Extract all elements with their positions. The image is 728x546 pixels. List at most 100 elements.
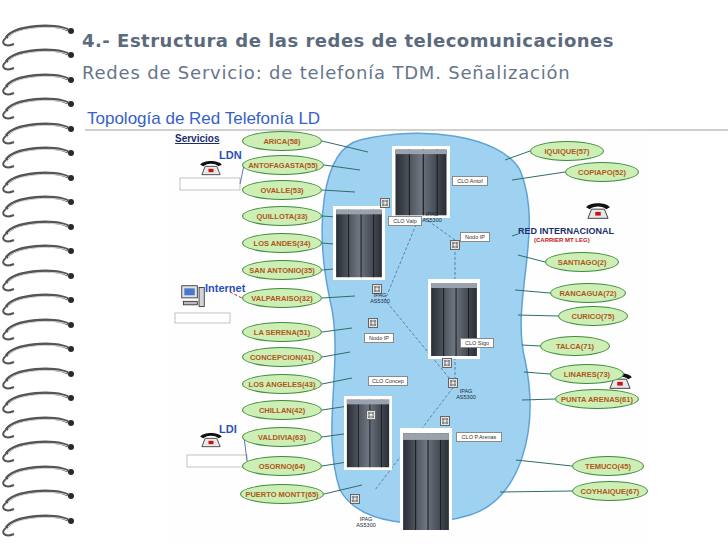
service-box xyxy=(187,455,247,467)
city-oval: TEMUCO(45) xyxy=(572,456,644,476)
city-oval: RANCAGUA(72) xyxy=(550,283,626,303)
diagram-frame xyxy=(166,131,646,541)
phone-icon xyxy=(200,433,222,447)
binding-ring xyxy=(3,467,74,486)
binding-ring xyxy=(3,491,74,510)
service-name: LDI xyxy=(219,423,237,435)
switch-icon xyxy=(449,379,458,388)
node-name: Nodo IP xyxy=(465,234,485,240)
server-rack xyxy=(333,206,385,280)
city-name: CHILLAN(42) xyxy=(259,406,305,415)
city-name: COYHAIQUE(67) xyxy=(581,487,640,496)
city-name: PUNTA ARENAS(61) xyxy=(561,395,633,404)
service-box xyxy=(180,178,240,190)
service-box xyxy=(175,313,230,323)
service-name: LDN xyxy=(219,149,242,161)
trunk-line xyxy=(515,290,550,293)
equipment-label: IPAG AS5300 xyxy=(418,211,446,223)
binding-ring xyxy=(3,246,74,265)
server-rack xyxy=(392,146,450,218)
city-name: LINARES(73) xyxy=(564,370,610,379)
binding-ring xyxy=(3,124,74,143)
city-oval: QUILLOTA(33) xyxy=(242,206,322,226)
city-oval: LOS ANGELES(43) xyxy=(242,374,322,394)
city-name: IQUIQUE(57) xyxy=(544,147,589,156)
trunk-line xyxy=(500,491,572,492)
trunk-line xyxy=(522,345,540,346)
slide-subtitle: Redes de Servicio: de telefonía TDM. Señ… xyxy=(82,62,571,83)
trunk-line xyxy=(516,460,572,466)
equipment-label: IPAG AS5300 xyxy=(352,516,380,528)
city-oval: OVALLE(53) xyxy=(242,180,322,200)
city-oval: IQUIQUE(57) xyxy=(530,141,604,161)
binding-ring xyxy=(3,148,74,167)
city-name: QUILLOTA(33) xyxy=(256,212,307,221)
city-oval: VALPARAISO(32) xyxy=(242,288,322,308)
switch-icon xyxy=(381,199,390,208)
switch-icon xyxy=(451,241,460,250)
city-oval: SAN ANTONIO(35) xyxy=(242,260,322,280)
node-tag: CLO Antof xyxy=(452,176,488,186)
city-oval: ANTOFAGASTA(55) xyxy=(242,155,324,175)
trunk-line xyxy=(522,399,555,400)
equipment-label: IPAG AS5300 xyxy=(452,388,480,400)
binding-ring xyxy=(3,344,74,363)
switch-icon xyxy=(351,495,360,504)
city-oval: COYHAIQUE(67) xyxy=(572,481,648,501)
binding-ring xyxy=(3,99,74,118)
server-rack xyxy=(400,428,452,534)
trunk-line xyxy=(322,328,352,332)
city-name: LOS ANGELES(43) xyxy=(249,380,316,389)
city-oval: LOS ANDES(34) xyxy=(242,233,322,253)
trunk-line xyxy=(322,378,352,384)
city-name: SAN ANTONIO(35) xyxy=(249,266,314,275)
node-name: CLO P.Arenas xyxy=(462,434,497,440)
city-name: RANCAGUA(72) xyxy=(559,289,616,298)
city-name: VALPARAISO(32) xyxy=(251,294,312,303)
slide-title: 4.- Estructura de las redes de telecomun… xyxy=(82,30,614,51)
city-oval: VALDIVIA(63) xyxy=(242,427,322,447)
node-name: Nodo IP xyxy=(369,335,389,341)
binding-ring xyxy=(3,516,74,535)
city-name: TALCA(71) xyxy=(556,342,594,351)
city-oval: CHILLAN(42) xyxy=(242,400,322,420)
trunk-line xyxy=(518,315,558,316)
city-name: CONCEPCION(41) xyxy=(250,353,314,362)
city-name: LOS ANDES(34) xyxy=(254,239,311,248)
phone-icon xyxy=(586,203,610,218)
server-rack xyxy=(344,396,392,470)
carrier-note: (CARRIER MT LEG) xyxy=(534,237,590,243)
binding-ring xyxy=(3,295,74,314)
city-name: LA SERENA(51) xyxy=(254,328,310,337)
node-tag: Nodo IP xyxy=(364,333,394,343)
city-oval: PUERTO MONTT(65) xyxy=(240,484,324,504)
node-name: CLO Valp xyxy=(393,218,416,224)
city-oval: SANTIAGO(2) xyxy=(545,252,619,272)
node-tag: CLO Stgo xyxy=(460,338,494,348)
city-oval: ARICA(58) xyxy=(242,131,322,151)
computer-icon xyxy=(182,286,205,307)
node-tag: CLO P.Arenas xyxy=(456,432,502,442)
trunk-line xyxy=(512,234,518,236)
trunk-line xyxy=(324,165,360,170)
binding-ring xyxy=(3,271,74,290)
binding-ring xyxy=(3,75,74,94)
binding-ring xyxy=(3,50,74,69)
switch-icon xyxy=(443,359,452,368)
city-name: SANTIAGO(2) xyxy=(558,258,607,267)
switch-icon xyxy=(369,319,378,328)
switch-icon xyxy=(441,417,450,426)
node-tag: Nodo IP xyxy=(460,232,490,242)
trunk-line xyxy=(524,372,550,374)
spiral-binding xyxy=(3,26,74,535)
network-name: RED INTERNACIONAL xyxy=(518,226,614,236)
city-name: CURICO(75) xyxy=(572,312,615,321)
node-name: CLO Concep xyxy=(372,378,404,384)
binding-ring xyxy=(3,173,74,192)
binding-ring xyxy=(3,393,74,412)
trunk-line xyxy=(322,141,368,152)
city-oval: CONCEPCION(41) xyxy=(242,347,322,367)
rule-line xyxy=(85,130,728,131)
services-heading: Servicios xyxy=(175,133,219,144)
